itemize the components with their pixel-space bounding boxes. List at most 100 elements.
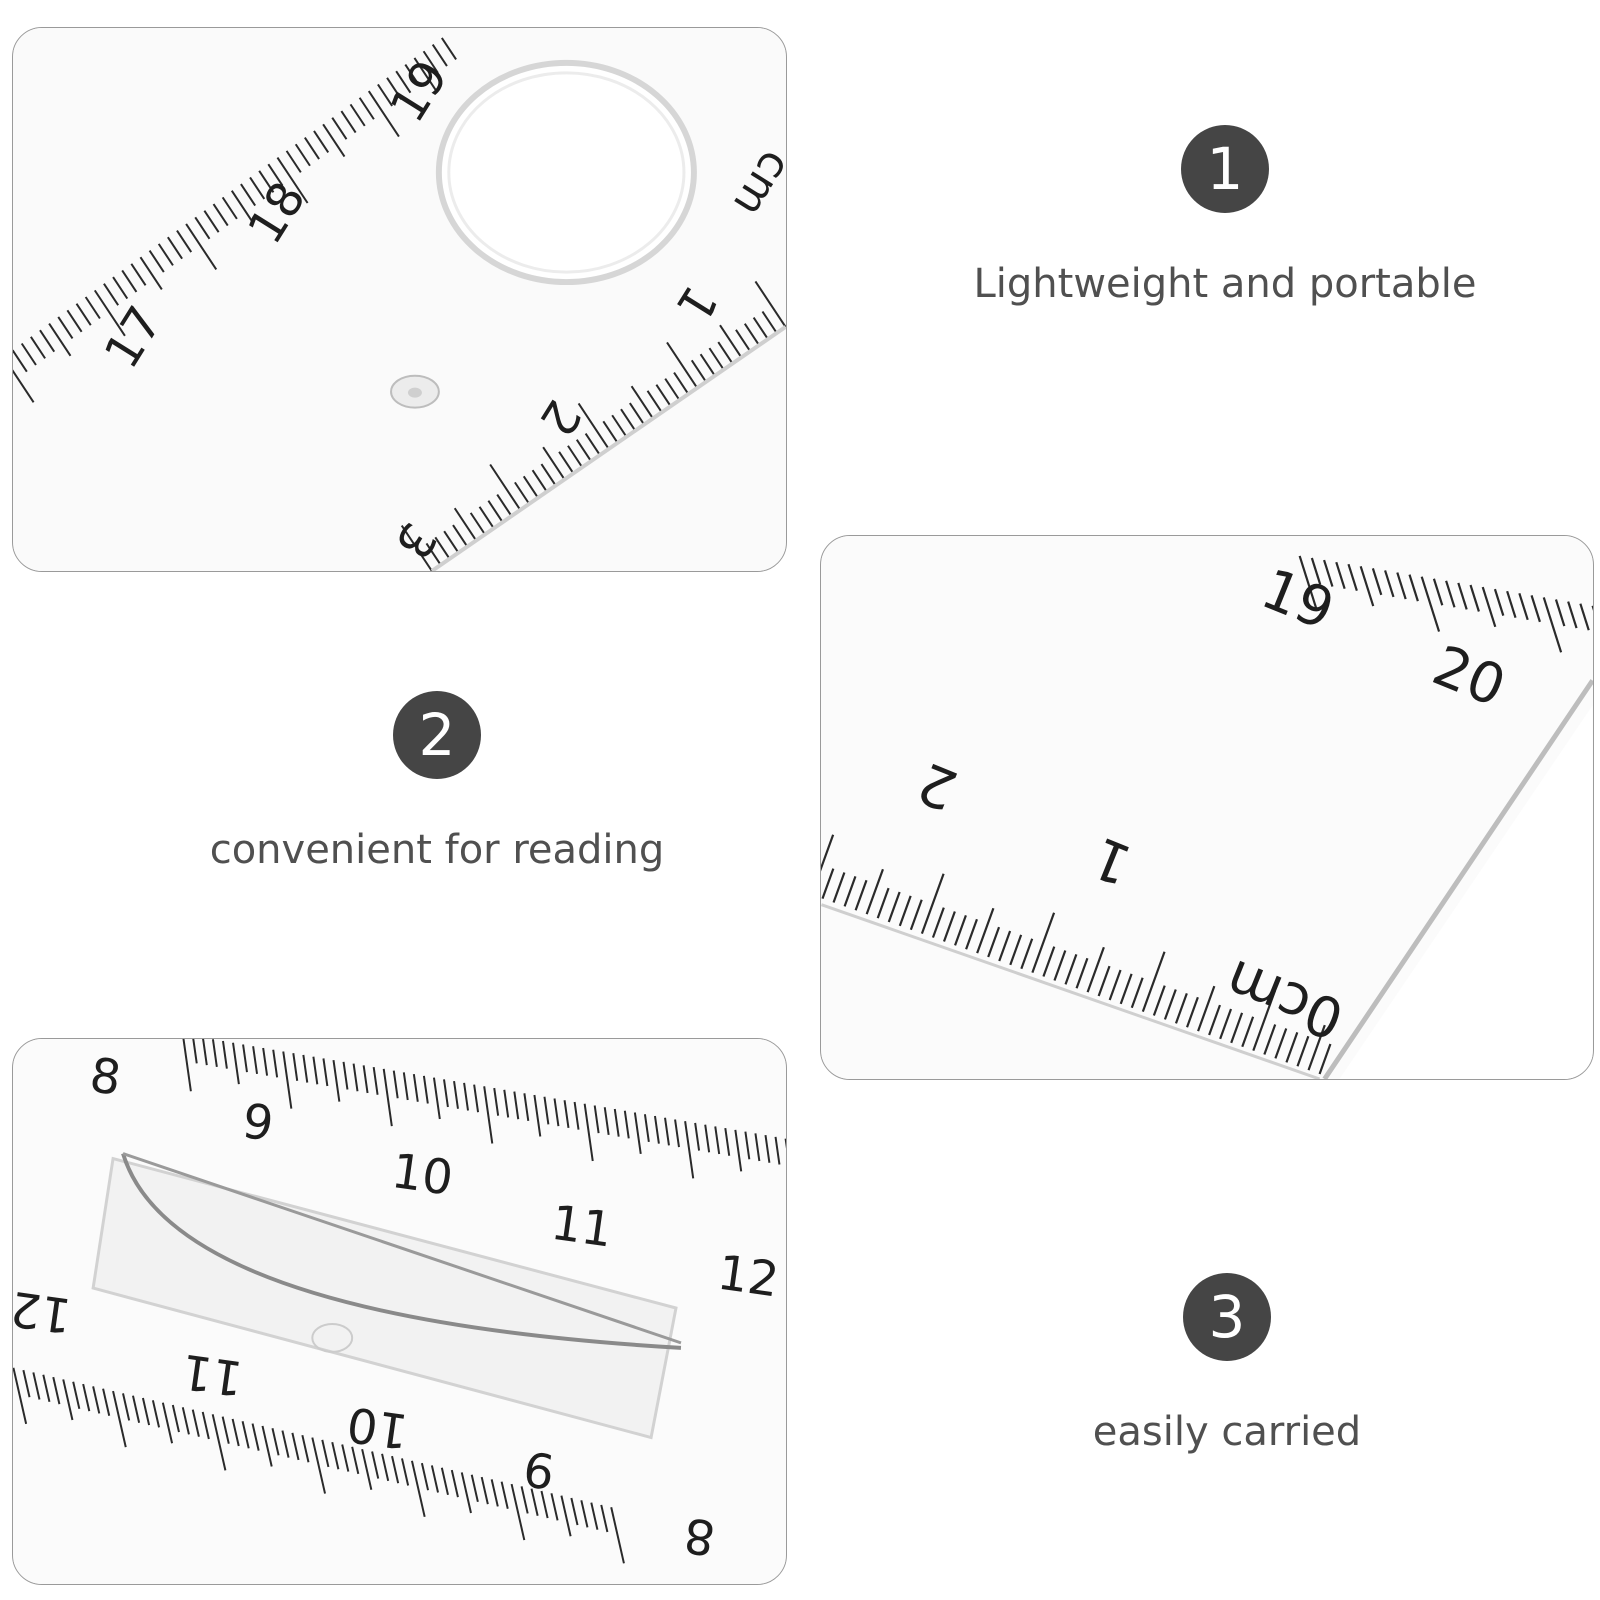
tick-mark xyxy=(271,1428,280,1456)
number-badge-2: 2 xyxy=(393,691,481,779)
ruler-end-edge xyxy=(1322,679,1593,1079)
tick-mark xyxy=(1518,592,1529,621)
tick-mark xyxy=(57,316,74,339)
tick-mark xyxy=(92,1386,101,1414)
tick-mark xyxy=(332,1060,341,1102)
tick-mark xyxy=(1323,559,1334,587)
tick-mark xyxy=(965,918,978,950)
ruler-ticks-lower xyxy=(821,834,1332,1075)
tick-mark xyxy=(450,1469,459,1498)
tick-mark xyxy=(832,872,846,903)
tick-mark xyxy=(602,420,619,444)
tick-mark xyxy=(533,1094,542,1137)
ruler-label-12: 12 xyxy=(714,1246,782,1309)
ruler-photo-bottom-left: 8 9 10 11 12 12 11 10 9 8 xyxy=(12,1038,787,1585)
tick-mark xyxy=(620,408,637,432)
tick-mark xyxy=(611,414,628,438)
tick-mark xyxy=(372,1067,379,1095)
tick-mark xyxy=(717,341,734,365)
ruler-ticks-upper xyxy=(13,37,457,403)
tick-mark xyxy=(1408,574,1419,602)
tick-mark xyxy=(412,1073,419,1102)
tick-mark xyxy=(754,1133,761,1162)
ruler-label-11: 11 xyxy=(548,1196,616,1259)
number-badge-1: 1 xyxy=(1181,125,1269,213)
tick-mark xyxy=(425,542,442,566)
tick-mark xyxy=(514,481,530,505)
tick-mark xyxy=(714,1126,721,1155)
tick-mark xyxy=(920,873,945,935)
tick-mark xyxy=(540,1490,549,1519)
tick-mark xyxy=(291,1432,300,1461)
tick-mark xyxy=(480,1476,489,1505)
tick-mark xyxy=(452,524,469,548)
tick-mark xyxy=(821,868,835,899)
ruler-ticks-lower xyxy=(400,280,786,571)
tick-mark xyxy=(13,369,35,403)
tick-mark xyxy=(719,324,743,358)
tick-mark xyxy=(362,1065,369,1094)
tick-mark xyxy=(20,342,37,366)
tick-mark xyxy=(122,1393,131,1421)
feature-caption: Lightweight and portable xyxy=(973,261,1477,307)
ruler-label-11-inverted: 11 xyxy=(178,1342,246,1405)
tick-mark xyxy=(593,1105,600,1134)
tick-mark xyxy=(352,1063,359,1092)
tick-mark xyxy=(82,1383,91,1412)
tick-mark xyxy=(311,1437,327,1494)
tick-mark xyxy=(1298,555,1319,612)
tick-mark xyxy=(182,1039,192,1092)
feature-3: 3 easily carried xyxy=(917,1273,1537,1455)
tick-mark xyxy=(1318,1043,1332,1075)
tick-mark xyxy=(1152,985,1166,1016)
tick-mark xyxy=(66,309,83,333)
tick-mark xyxy=(690,359,707,383)
tick-mark xyxy=(181,1407,190,1435)
tick-mark xyxy=(570,1497,579,1526)
tick-mark xyxy=(75,303,92,326)
tick-mark xyxy=(577,402,610,450)
tick-mark xyxy=(1359,565,1375,607)
tick-mark xyxy=(313,130,330,154)
tick-mark xyxy=(942,911,956,942)
tick-mark xyxy=(865,868,884,915)
ruler-label-12-inverted: 12 xyxy=(13,1280,75,1343)
tick-mark xyxy=(351,1446,360,1475)
tick-mark xyxy=(377,83,393,107)
tick-mark xyxy=(724,1128,731,1156)
tick-mark xyxy=(531,469,548,493)
tick-mark xyxy=(443,1079,449,1108)
tick-mark xyxy=(367,90,400,138)
tick-mark xyxy=(102,1388,111,1416)
tick-mark xyxy=(909,899,923,931)
tick-mark xyxy=(434,536,451,560)
tick-mark xyxy=(1075,957,1089,989)
tick-mark xyxy=(103,283,120,306)
tick-mark xyxy=(221,196,238,220)
tick-mark xyxy=(381,1453,390,1482)
tick-mark xyxy=(202,1039,208,1066)
ruler-photo-3-svg: 8 9 10 11 12 12 11 10 9 8 xyxy=(13,1039,786,1584)
tick-mark xyxy=(413,57,437,91)
tick-mark xyxy=(876,887,890,919)
tick-mark xyxy=(575,439,592,462)
tick-mark xyxy=(212,203,229,227)
tick-mark xyxy=(843,876,857,907)
tick-mark xyxy=(191,1409,200,1437)
tick-mark xyxy=(684,1121,695,1179)
tick-mark xyxy=(141,1397,151,1426)
rivet-center xyxy=(407,387,422,398)
tick-mark xyxy=(267,163,284,187)
tick-mark xyxy=(72,1381,81,1410)
tick-mark xyxy=(1469,584,1480,612)
ruler-photo-right: 19 20 2 1 0cm xyxy=(820,535,1594,1080)
tick-mark xyxy=(500,1481,509,1509)
tick-mark xyxy=(1567,601,1578,629)
tick-mark xyxy=(493,1087,500,1116)
tick-mark xyxy=(674,1119,680,1148)
tick-mark xyxy=(400,524,433,571)
tick-mark xyxy=(252,1046,259,1074)
tick-mark xyxy=(1445,580,1456,608)
tick-mark xyxy=(573,1101,580,1130)
tick-mark xyxy=(550,1493,559,1521)
